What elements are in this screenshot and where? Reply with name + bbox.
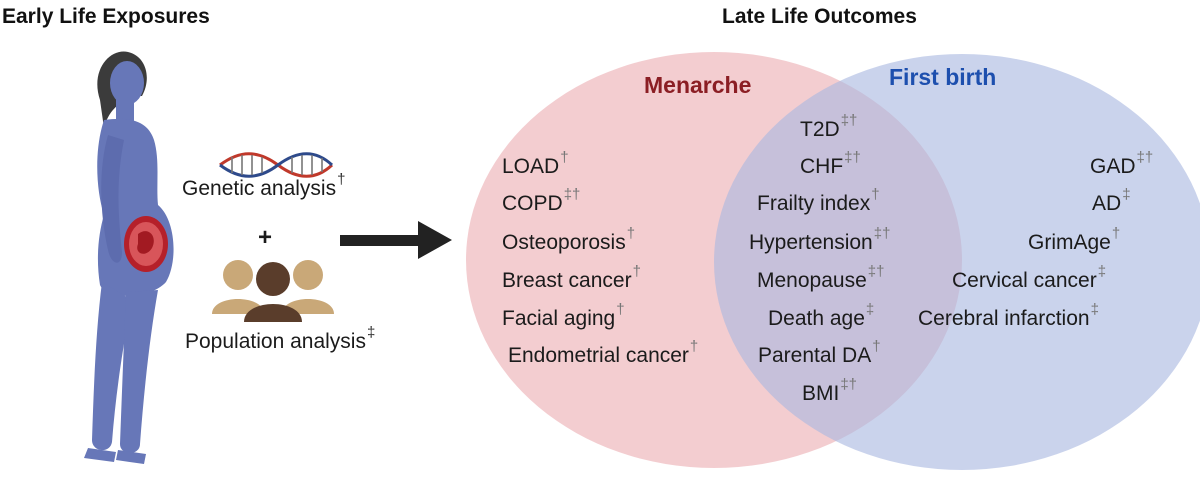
early-life-heading: Early Life Exposures (2, 5, 210, 28)
first-birth-outcome-item: GAD‡† (1090, 149, 1154, 178)
right-arrow-icon (340, 221, 452, 259)
first-birth-outcome-item: Cervical cancer‡ (952, 263, 1107, 292)
menarche-outcome-item: Osteoporosis† (502, 225, 636, 254)
overlap-outcome-item: T2D‡† (800, 112, 858, 141)
first-birth-outcome-item: AD‡ (1092, 186, 1131, 215)
overlap-outcome-item: CHF‡† (800, 149, 861, 178)
genetic-analysis-label: Genetic analysis† (182, 171, 346, 200)
menarche-outcome-item: Facial aging† (502, 301, 625, 330)
menarche-outcome-item: Breast cancer† (502, 263, 641, 292)
overlap-outcome-item: Frailty index† (757, 186, 880, 215)
first-birth-title: First birth (889, 64, 997, 90)
menarche-outcome-item: COPD‡† (502, 186, 581, 215)
late-life-heading: Late Life Outcomes (722, 5, 917, 28)
population-group-icon (212, 260, 334, 322)
menarche-outcome-item: Endometrial cancer† (508, 338, 699, 367)
overlap-outcome-item: Death age‡ (768, 301, 875, 330)
menarche-outcome-item: LOAD† (502, 149, 569, 178)
first-birth-circle (714, 54, 1200, 470)
dna-helix-icon (219, 152, 334, 178)
first-birth-outcome-item: Cerebral infarction‡ (918, 301, 1099, 330)
first-birth-outcome-item: GrimAge† (1028, 225, 1121, 254)
overlap-outcome-item: Hypertension‡† (749, 225, 891, 254)
plus-sign: + (258, 224, 273, 251)
pregnant-woman-icon (84, 51, 174, 464)
overlap-outcome-item: Parental DA† (758, 338, 881, 367)
overlap-outcome-item: Menopause‡† (757, 263, 885, 292)
overlap-outcome-item: BMI‡† (802, 376, 858, 405)
menarche-title: Menarche (644, 72, 752, 98)
population-analysis-label: Population analysis‡ (185, 324, 376, 353)
